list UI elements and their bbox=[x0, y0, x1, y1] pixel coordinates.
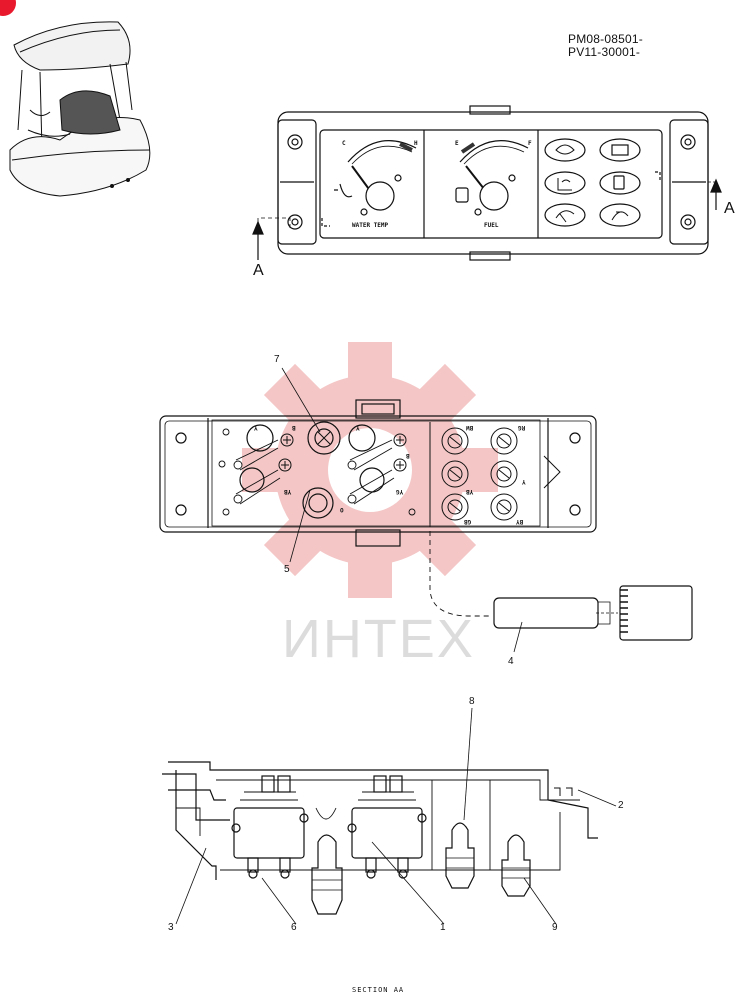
watermark-text: ИНТЕХ bbox=[282, 609, 475, 669]
fuel-label: FUEL bbox=[484, 222, 499, 229]
callout-7: 7 bbox=[274, 354, 280, 365]
callout-5: 5 bbox=[284, 564, 290, 575]
callout-9: 9 bbox=[552, 922, 558, 933]
code-b-mid: B bbox=[406, 452, 410, 459]
code-y-left: Y bbox=[254, 424, 258, 431]
part-code-2: PV11-30001- bbox=[568, 45, 641, 59]
temp-high-mark: H bbox=[414, 140, 418, 147]
callout-leaders bbox=[175, 367, 617, 925]
section-aa bbox=[162, 761, 598, 915]
water-temp-label: WATER TEMP bbox=[352, 222, 389, 229]
callout-2: 2 bbox=[618, 800, 624, 811]
section-arrow-a-right: A bbox=[724, 200, 735, 217]
part-code-1: PM08-08501- bbox=[568, 32, 643, 46]
code-o: O bbox=[340, 506, 344, 513]
code-gb: GB bbox=[464, 518, 472, 525]
section-arrow-a-left: A bbox=[253, 262, 264, 279]
fuel-low-mark: E bbox=[455, 140, 459, 147]
code-yg: YG bbox=[396, 488, 404, 495]
callout-1: 1 bbox=[440, 922, 446, 933]
callout-8: 8 bbox=[469, 696, 475, 707]
callout-3: 3 bbox=[168, 922, 174, 933]
callout-6: 6 bbox=[291, 922, 297, 933]
section-label: SECTION AA bbox=[352, 986, 405, 994]
code-y-mid: Y bbox=[356, 424, 360, 431]
gauge-panel-back bbox=[159, 399, 597, 617]
fuel-high-mark: F bbox=[528, 140, 532, 147]
temp-low-mark: C bbox=[342, 140, 346, 147]
code-y-right: Y bbox=[522, 478, 526, 485]
callout-4: 4 bbox=[508, 656, 514, 667]
gauge-panel-front bbox=[252, 105, 722, 261]
code-yb-left: YB bbox=[284, 488, 292, 495]
code-yb-right: YB bbox=[466, 488, 474, 495]
cab-thumbnail bbox=[9, 21, 151, 197]
code-rg: RG bbox=[518, 424, 526, 431]
code-bw: BW bbox=[466, 424, 474, 431]
harness-connector bbox=[493, 585, 693, 641]
corner-mark bbox=[0, 0, 16, 16]
code-b-left: B bbox=[292, 424, 296, 431]
code-by: BY bbox=[516, 518, 524, 525]
